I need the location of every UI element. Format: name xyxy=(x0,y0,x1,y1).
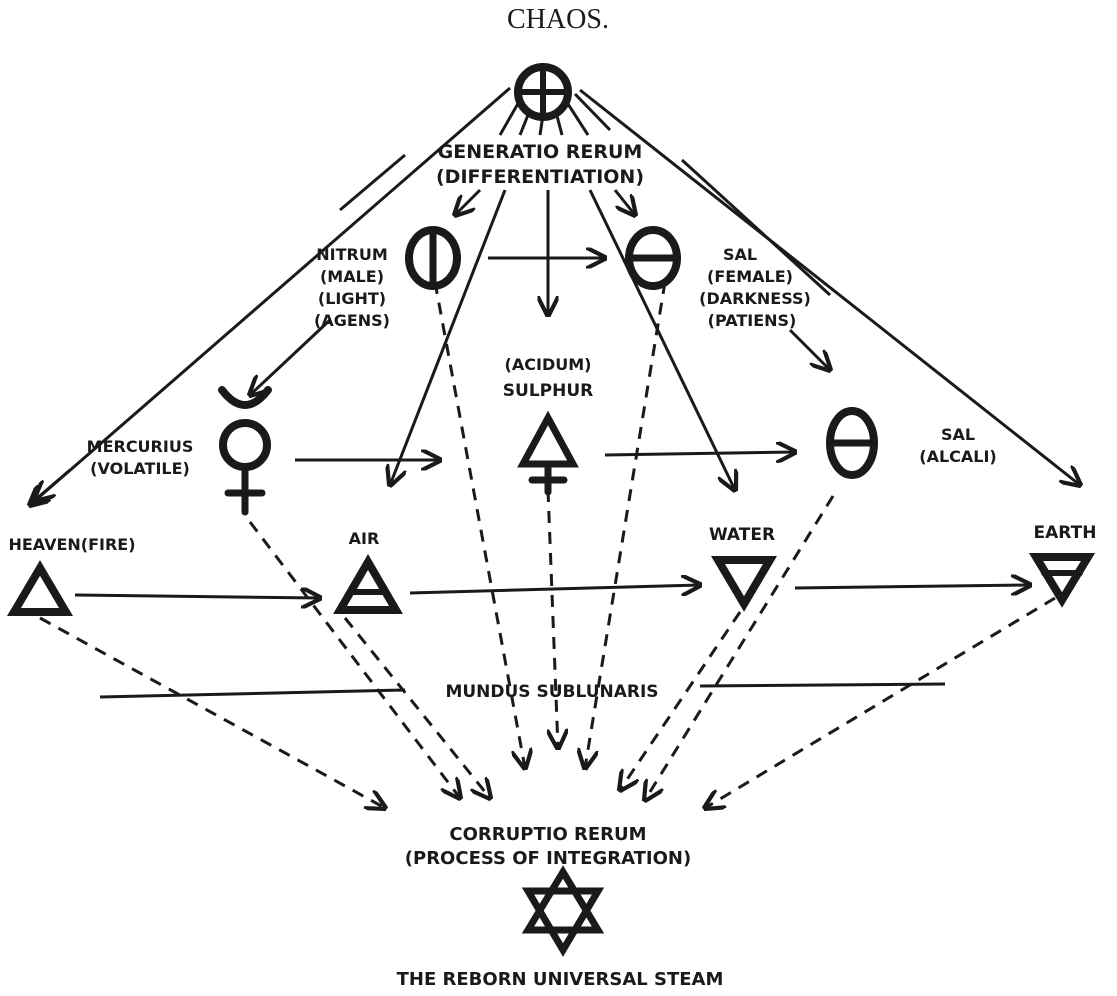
differentiation-label: (DIFFERENTIATION) xyxy=(436,166,644,188)
mercury-icon xyxy=(218,386,272,516)
integration-label: (PROCESS OF INTEGRATION) xyxy=(405,848,691,869)
mundus-label: MUNDUS SUBLUNARIS xyxy=(445,682,658,702)
sulphur-label: SULPHUR xyxy=(503,381,593,401)
chaos-circle-cross-icon xyxy=(514,63,572,121)
sal-darkness-label: (DARKNESS) xyxy=(699,289,811,308)
diagram-title: CHAOS. xyxy=(507,4,609,35)
sulphur-icon xyxy=(517,410,579,496)
water-triangle-icon xyxy=(710,556,778,612)
sal-patiens-label: (PATIENS) xyxy=(708,311,797,330)
fire-triangle-icon xyxy=(6,560,74,616)
salt-alcali-icon xyxy=(826,407,878,479)
heaven-label: HEAVEN(FIRE) xyxy=(8,535,135,554)
dashed-arrows xyxy=(39,281,1056,808)
sal-alcali-label: SAL xyxy=(941,425,975,444)
sal-alcali-sub-label: (ALCALI) xyxy=(919,447,996,466)
generatio-label: GENERATIO RERUM xyxy=(438,141,643,163)
nitrum-male-label: (MALE) xyxy=(320,267,384,286)
nitrum-light-label: (LIGHT) xyxy=(318,289,386,308)
sal-label: SAL xyxy=(723,245,757,264)
mercurius-label: MERCURIUS xyxy=(87,437,194,456)
water-label: WATER xyxy=(709,525,775,545)
sal-circle-horizontal-icon xyxy=(625,226,681,290)
nitrum-circle-vertical-icon xyxy=(405,226,461,290)
air-triangle-icon xyxy=(333,554,403,614)
hexagram-icon xyxy=(521,865,605,957)
nitrum-agens-label: (AGENS) xyxy=(314,311,390,330)
reborn-label: THE REBORN UNIVERSAL STEAM xyxy=(397,969,724,990)
air-label: AIR xyxy=(349,529,380,548)
earth-label: EARTH xyxy=(1034,523,1097,543)
nitrum-label: NITRUM xyxy=(316,245,388,264)
solid-arrows xyxy=(30,86,1080,699)
mercurius-volatile-label: (VOLATILE) xyxy=(90,459,190,478)
corruptio-label: CORRUPTIO RERUM xyxy=(449,824,646,845)
earth-triangle-icon xyxy=(1028,553,1096,608)
sal-female-label: (FEMALE) xyxy=(707,267,793,286)
acidum-label: (ACIDUM) xyxy=(505,355,592,374)
